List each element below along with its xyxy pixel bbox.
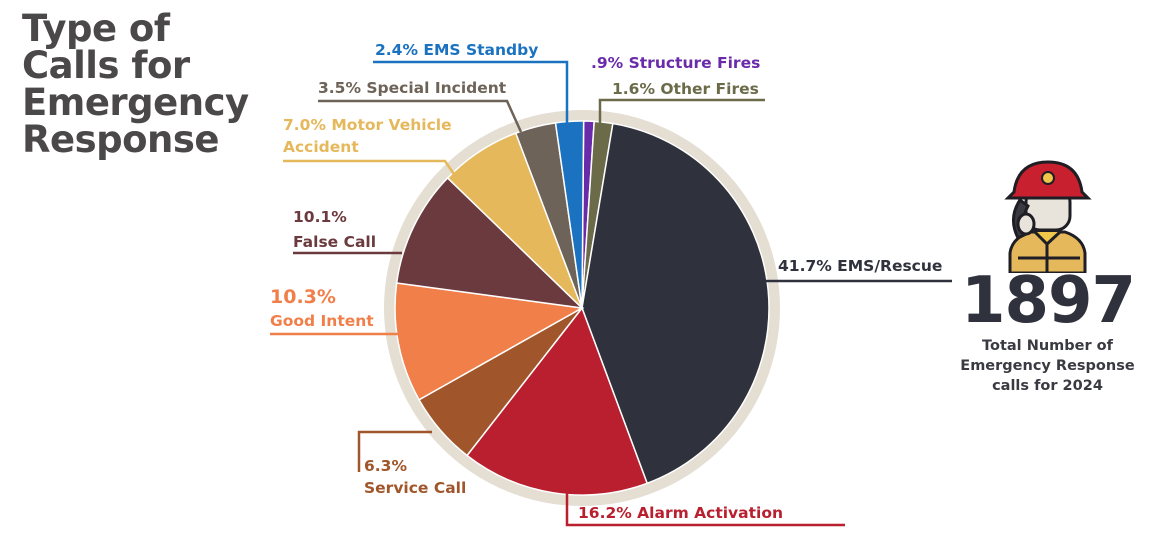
- label-other-fires: 1.6% Other Fires: [612, 80, 759, 98]
- leader-mva: [283, 159, 460, 181]
- label-structure-fires: .9% Structure Fires: [591, 54, 761, 72]
- total-calls-caption: Total Number of Emergency Response calls…: [935, 336, 1160, 396]
- label-special-incident: 3.5% Special Incident: [318, 79, 507, 97]
- page-title: Type of Calls for Emergency Response: [22, 10, 249, 158]
- title-line: Response: [22, 118, 219, 161]
- pie-slice-alarm-activation: [465, 306, 649, 496]
- label-alarm-activation: 16.2% Alarm Activation: [578, 504, 784, 522]
- caption-line: Total Number of: [982, 338, 1113, 354]
- leader-service-call: [357, 430, 432, 472]
- leader-ems-standby: [373, 60, 569, 126]
- label-ems-rescue: 41.7% EMS/Rescue: [778, 257, 943, 275]
- label-mva: 7.0% Motor Vehicle Accident: [283, 114, 452, 158]
- label-pct: 6.3%: [364, 457, 407, 475]
- label-name: False Call: [293, 233, 377, 251]
- title-line: Emergency: [22, 81, 249, 124]
- label-pct: 10.1%: [293, 208, 347, 226]
- title-line: Type of: [22, 7, 170, 50]
- label-service-call: 6.3% Service Call: [364, 455, 466, 499]
- firefighter-phone-icon: [1004, 160, 1092, 273]
- label-name: Service Call: [364, 479, 467, 497]
- label-good-intent: 10.3% Good Intent: [270, 285, 374, 333]
- label-false-call: 10.1% False Call: [293, 205, 376, 255]
- label-pct: 10.3%: [270, 286, 336, 308]
- pie-slice-good-intent: [394, 282, 585, 401]
- label-ems-standby: 2.4% EMS Standby: [375, 41, 539, 59]
- leader-special-incident: [318, 99, 523, 133]
- title-line: Calls for: [22, 44, 190, 87]
- pie-slice-ems-rescue: [581, 122, 770, 485]
- leader-other-fires: [598, 98, 765, 126]
- pie-slice-ems-standby: [554, 120, 585, 309]
- pie-slice-false-call: [395, 176, 585, 310]
- label-name: Good Intent: [270, 312, 374, 330]
- leader-alarm: [565, 490, 845, 527]
- label-pct: 7.0% Motor Vehicle: [283, 116, 452, 134]
- leader-lines: [270, 60, 952, 527]
- caption-line: calls for 2024: [992, 378, 1103, 394]
- caption-line: Emergency Response: [960, 358, 1135, 374]
- total-calls-value: 1897: [960, 264, 1136, 338]
- label-name: Accident: [283, 138, 359, 156]
